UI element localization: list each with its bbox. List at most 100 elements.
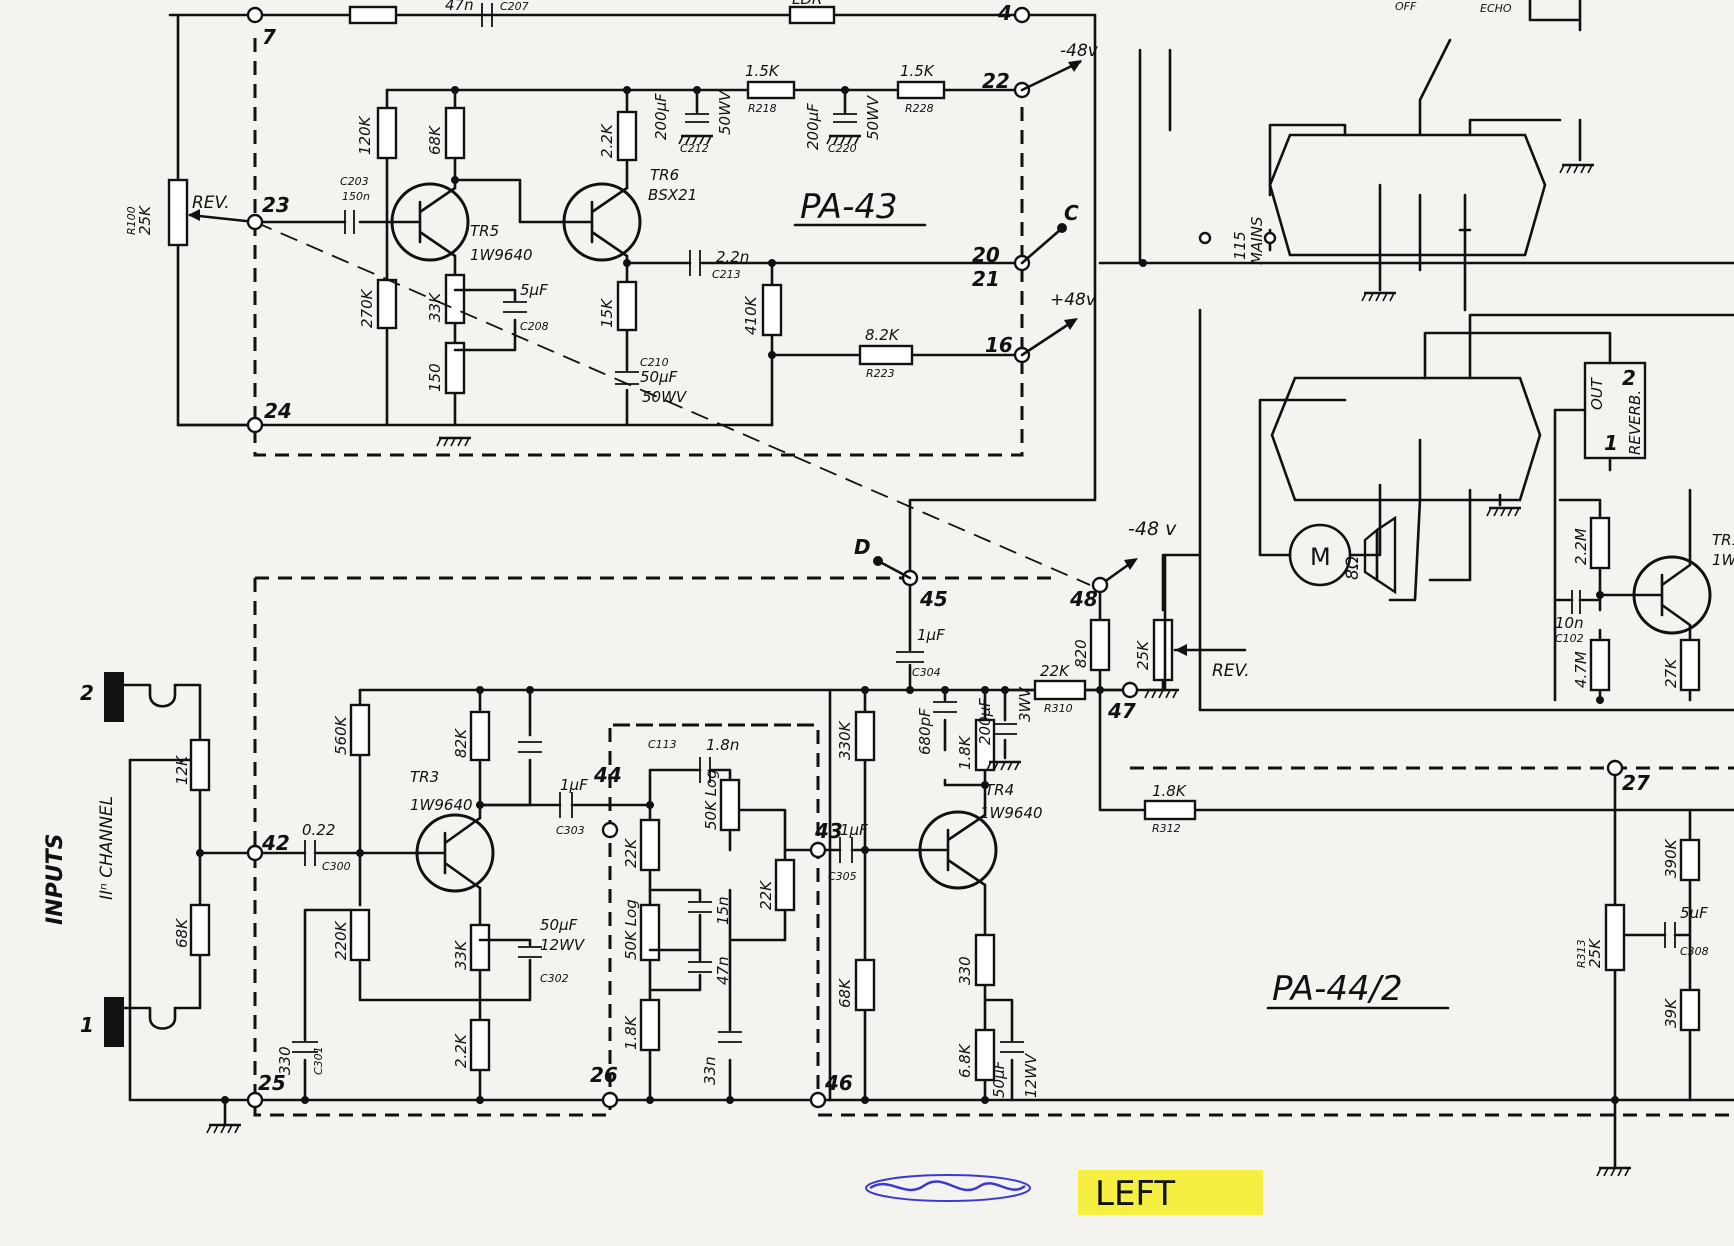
c114-value: 33n: [701, 1056, 719, 1085]
r308-resistor: [974, 933, 996, 987]
r144-resistor: [774, 858, 796, 912]
terminal-d: D: [854, 535, 871, 559]
r312-value: 1.8K: [1152, 782, 1187, 800]
r210-value: 150: [426, 363, 444, 392]
terminal-24: 24: [264, 399, 292, 423]
r305-resistor: [854, 958, 876, 1012]
r119-value: 27K: [1662, 658, 1680, 688]
r201-value: 120K: [356, 115, 374, 155]
r313-value: 25K: [1586, 938, 1604, 968]
r302-resistor: [469, 1018, 491, 1072]
r100-ref: R100: [125, 206, 138, 235]
terminal-7: 7: [262, 25, 276, 49]
jack-2-label: 2: [80, 681, 94, 705]
left-tag: LEFT: [1095, 1174, 1175, 1214]
tr5-type: 1W9640: [470, 246, 533, 264]
r144-value: 22K: [757, 880, 775, 910]
terminal-42: 42: [261, 831, 290, 855]
pa43-title: PA-43: [800, 187, 898, 227]
r202-resistor: [444, 106, 466, 160]
r102-resistor: [189, 738, 211, 792]
terminal-20: 20: [972, 243, 1000, 267]
r301-resistor: [349, 703, 371, 757]
rev-label-upper: REV.: [192, 193, 230, 213]
r303-value: 33K: [452, 940, 470, 970]
r306-value: 330K: [836, 720, 854, 760]
switch-off-label: OFF: [1395, 0, 1417, 13]
r140-resistor: [639, 998, 661, 1052]
r214-resistor: [616, 110, 638, 162]
c207-ref: C207: [500, 0, 529, 13]
jack-1-label: 1: [80, 1013, 94, 1037]
supply-pos48: +48v: [1050, 290, 1097, 310]
terminal-44: 44: [593, 763, 622, 787]
tr3-transistor: [415, 813, 495, 893]
r218-resistor: [746, 80, 796, 100]
speaker-label: 8Ω: [1343, 556, 1363, 580]
left-highlight: [1078, 1170, 1263, 1215]
r143-value: 50K Log: [702, 769, 720, 830]
mains-plug-outline: [1268, 133, 1547, 257]
c212-ref: C212: [680, 142, 709, 155]
motor-label: M: [1310, 543, 1331, 571]
jack-2: [104, 672, 124, 722]
mains-line1: 115: [1231, 231, 1249, 260]
c207-value: 47n: [445, 0, 474, 14]
c304-value: 1μF: [917, 626, 945, 644]
reverb-section: [1143, 308, 1734, 712]
r140-value: 1.8K: [622, 1015, 640, 1050]
c300-value: 0.22: [302, 821, 335, 839]
r220-resistor: [444, 273, 466, 325]
c113-value: 1.8n: [706, 736, 739, 754]
c112-value: 15n: [714, 896, 732, 925]
terminal-25: 25: [258, 1071, 286, 1095]
board-pa44: [104, 553, 1734, 1178]
r313-ref: R313: [1575, 939, 1588, 968]
terminal-45: 45: [919, 587, 948, 611]
tr1-ref: TR1: [1712, 531, 1734, 549]
terminal-22: 22: [982, 69, 1010, 93]
c102-ref: C102: [1555, 632, 1584, 645]
reverb-unit-label: REVERB.: [1626, 390, 1644, 455]
tr3-type: 1W9640: [410, 796, 473, 814]
pa44-title: PA-44/2: [1272, 969, 1403, 1009]
c307-value: 200μF: [976, 698, 994, 745]
reverb-plug-outline: [1270, 376, 1542, 502]
c220-rating: 50WV: [864, 94, 882, 140]
tr6-type: BSX21: [648, 186, 697, 204]
terminal-47: 47: [1107, 699, 1136, 723]
c300-ref: C300: [322, 860, 351, 873]
r312-ref: R312: [1152, 822, 1181, 835]
c208-ref: C208: [520, 320, 549, 333]
inputs-label: INPUTS: [43, 834, 68, 925]
r100-pot: [167, 178, 189, 247]
r223-value: 8.2K: [865, 326, 900, 344]
r117-resistor: [1589, 638, 1611, 692]
tr4-ref: TR4: [985, 781, 1014, 799]
r202-value: 68K: [426, 125, 444, 155]
c306-rating: 12WV: [1022, 1052, 1040, 1098]
r303-resistor: [469, 923, 491, 972]
c307-rating: 3WV: [1016, 686, 1034, 722]
r220-value: 33K: [426, 292, 444, 322]
r300-value: 220K: [332, 920, 350, 960]
motor-symbol: [1288, 523, 1352, 587]
c212-value: 200μF: [652, 93, 670, 140]
r39k-resistor: [1679, 988, 1701, 1032]
r209-value: 270K: [358, 288, 376, 328]
c210-rating: 50WV: [642, 388, 688, 406]
r223-resistor: [858, 344, 914, 366]
pa43-border: [253, 38, 1024, 457]
terminal-48: 48: [1069, 587, 1098, 611]
terminal-43: 43: [814, 819, 843, 843]
c220-value: 200μF: [804, 103, 822, 150]
tr5-ref: TR5: [470, 222, 499, 240]
c113-ref: C113: [648, 738, 677, 751]
c111-value: 47n: [714, 956, 732, 985]
r118-resistor: [1589, 516, 1611, 570]
r310-resistor: [1033, 679, 1087, 701]
r228-resistor: [896, 80, 946, 100]
r213-resistor: [616, 280, 638, 332]
reverb-pin-2: 2: [1622, 366, 1636, 390]
